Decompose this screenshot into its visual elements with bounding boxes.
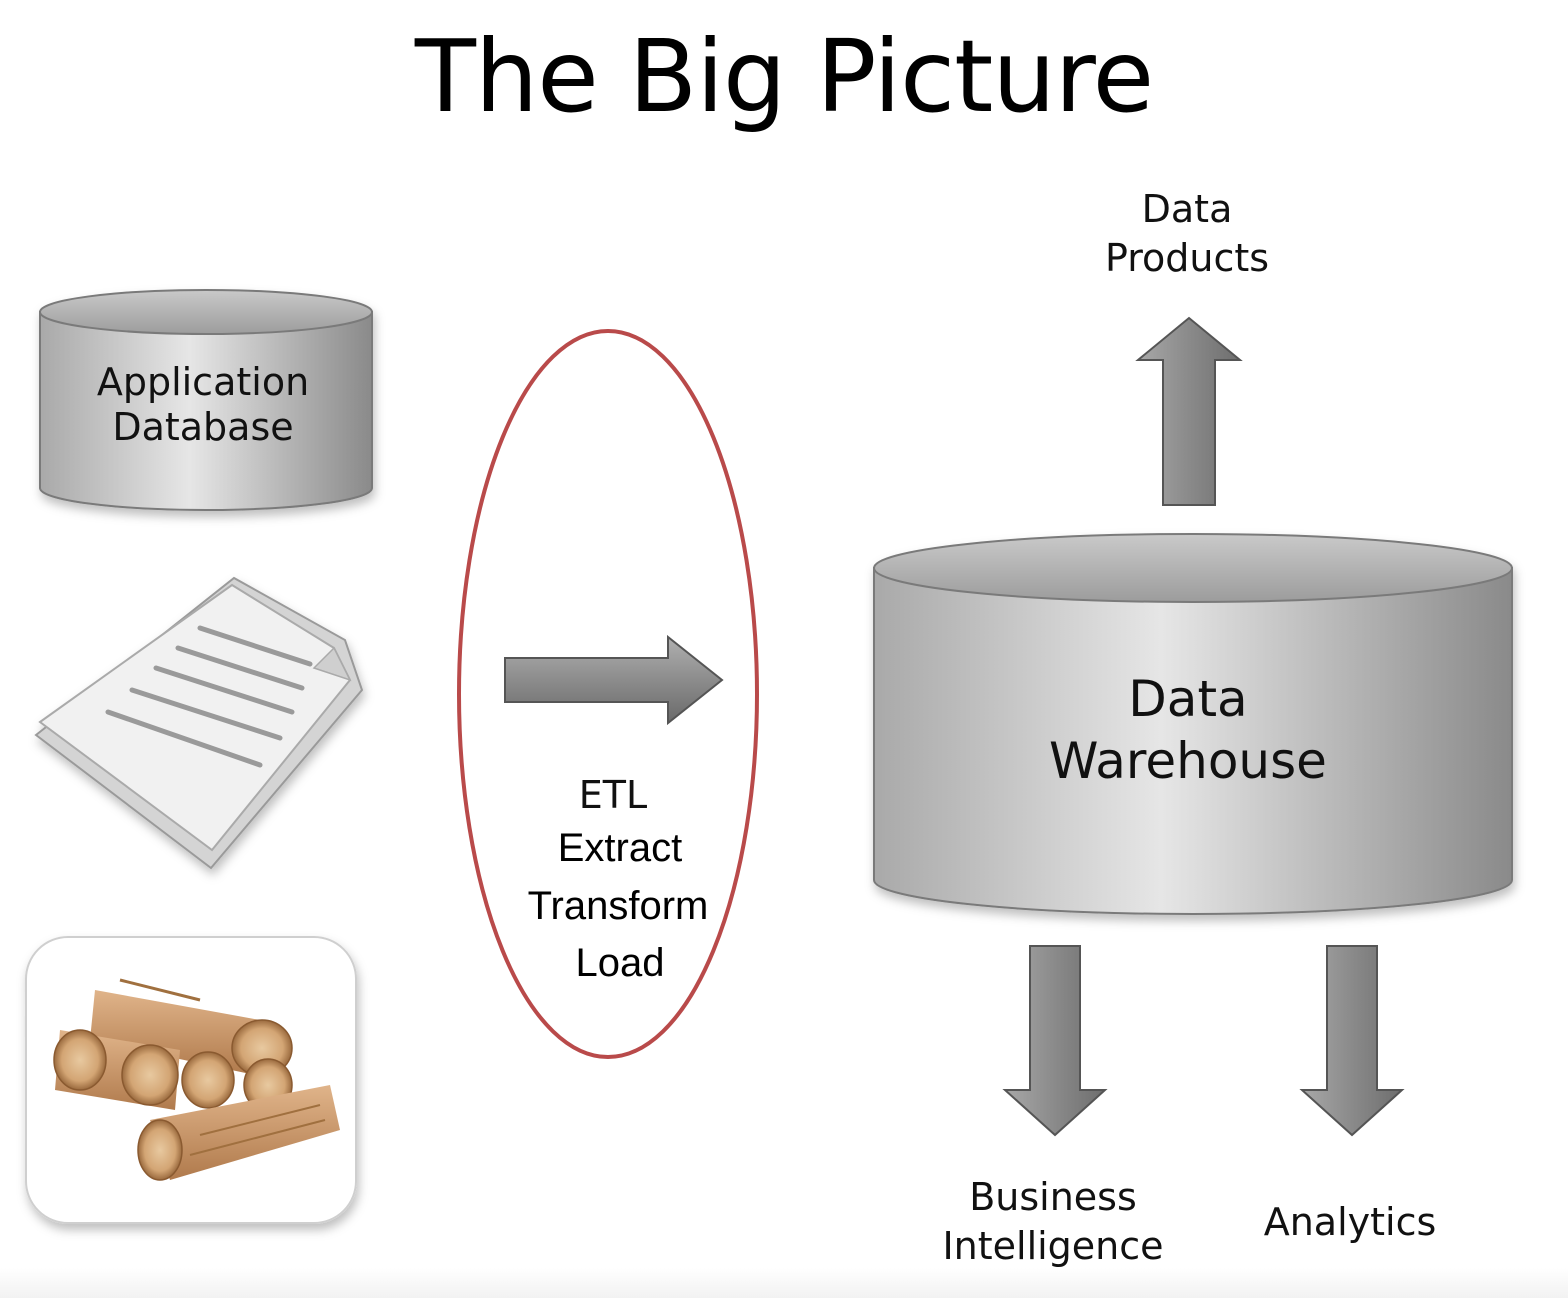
analytics-label: Analytics — [1264, 1200, 1437, 1244]
data-warehouse-label-line2: Warehouse — [1049, 732, 1327, 790]
application-database-cylinder — [39, 289, 373, 511]
document-icon — [34, 576, 364, 870]
etl-extract-label: Extract — [558, 826, 682, 870]
etl-label: ETL — [579, 773, 647, 817]
page-title: The Big Picture — [414, 18, 1154, 135]
data-products-label-line1: Data — [1142, 187, 1233, 231]
business-intelligence-label-line1: Business — [969, 1175, 1137, 1219]
etl-load-label: Load — [576, 941, 665, 985]
etl-highlight-ellipse — [457, 329, 759, 1059]
etl-arrow-right-icon — [504, 634, 724, 726]
data-warehouse-label-line1: Data — [1128, 670, 1247, 728]
business-intelligence-arrow-down-icon — [1002, 945, 1108, 1137]
data-products-arrow-up-icon — [1135, 316, 1243, 506]
application-database-label-line2: Database — [112, 405, 293, 449]
analytics-arrow-down-icon — [1299, 945, 1405, 1137]
slide-bottom-band — [0, 1268, 1568, 1298]
application-database-label-line1: Application — [97, 360, 309, 404]
log-pile-icon — [25, 936, 357, 1224]
business-intelligence-label-line2: Intelligence — [942, 1224, 1163, 1268]
data-products-label-line2: Products — [1105, 236, 1269, 280]
data-warehouse-cylinder — [873, 533, 1513, 915]
etl-transform-label: Transform — [528, 884, 709, 928]
